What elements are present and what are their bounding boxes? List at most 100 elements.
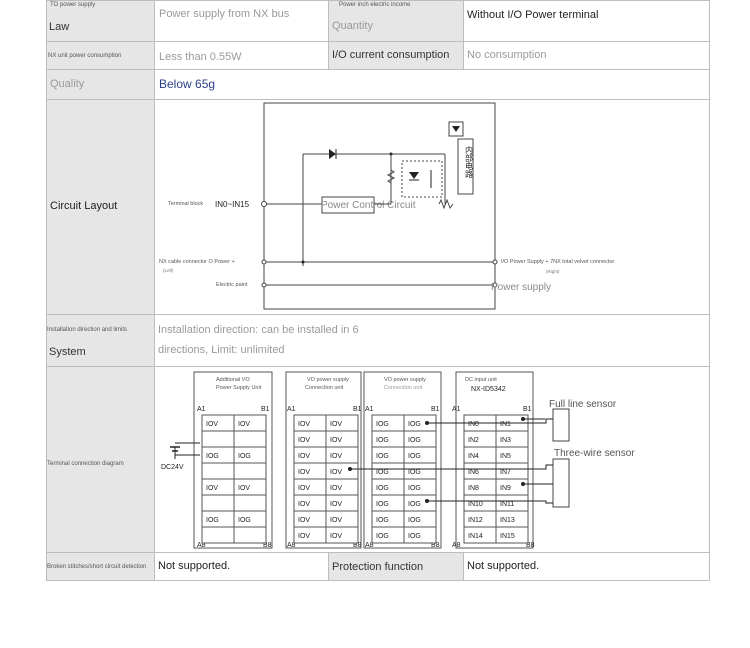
unit1-a1: A1 <box>197 406 206 413</box>
unit1-right-7-box <box>233 526 267 544</box>
unit1-b8: B8 <box>263 542 272 549</box>
unit3-left-5: IOG <box>376 501 389 508</box>
unit2-left-3: IOV <box>298 469 310 476</box>
unit2-left-6: IOV <box>298 517 310 524</box>
unit4-in-left-1: IN2 <box>468 437 479 444</box>
wire-3w-1 <box>350 464 553 470</box>
nx-power-value: Less than 0.55W <box>159 51 242 63</box>
unit3-title-1: VO power supply <box>384 377 426 383</box>
law-label2-cell: Power inch electric income Quantity <box>328 0 464 42</box>
unit2-title-1: VO power supply <box>307 377 349 383</box>
unit2-right-3: IOV <box>330 469 342 476</box>
unit1-b1: B1 <box>261 406 270 413</box>
row-installation: Installation direction and limits System… <box>46 314 710 367</box>
terminal-label-cell: Terminal connection diagram <box>46 366 155 553</box>
unit3-right-5: IOG <box>408 501 421 508</box>
junction-2 <box>348 467 352 471</box>
unit4-in-left-0: IN0 <box>468 421 479 428</box>
unit4-b1: B1 <box>523 406 532 413</box>
law-value2: Without I/O Power terminal <box>467 9 599 21</box>
unit2-right-1: IOV <box>330 437 342 444</box>
full-line-sensor-box <box>552 408 570 442</box>
installation-value-cell: Installation direction: can be installed… <box>154 314 710 367</box>
unit4-in-right-5: IN11 <box>500 501 514 508</box>
unit4-in-left-7: IN14 <box>468 533 483 540</box>
io-current-label: I/O current consumption <box>332 49 450 61</box>
unit1-frame <box>193 371 273 549</box>
unit3-left-6: IOG <box>376 517 389 524</box>
unit2-right-5: IOV <box>330 501 342 508</box>
in-range-text: IN0~IN15 <box>215 200 250 209</box>
three-wire-sensor-text: Three-wire sensor <box>554 448 635 459</box>
terminal-block-text: Terminal block <box>168 201 203 207</box>
unit2-frame <box>285 371 362 549</box>
unit1-left-0: IOV <box>206 421 218 428</box>
io-supply-sub: (Right) <box>546 269 560 274</box>
three-wire-sensor-box <box>552 458 570 508</box>
circuit-label-cell: Circuit Layout <box>46 99 155 315</box>
terminal-diagram: Additional VO Power Supply Unit VO power… <box>161 371 635 549</box>
led-indicator-symbol <box>452 126 460 132</box>
nx-cable-text: NX cable connector O Power + <box>159 259 235 265</box>
quality-value: Below 65g <box>159 77 216 91</box>
unit3-b1: B1 <box>431 406 440 413</box>
unit1-left-2: IOG <box>206 453 219 460</box>
unit3-right-2: IOG <box>408 453 421 460</box>
terminal-label: Terminal connection diagram <box>47 461 124 467</box>
unit3-a8: A8 <box>365 542 374 549</box>
unit4-in-right-7: IN15 <box>500 533 515 540</box>
unit3-left-0: IOG <box>376 421 389 428</box>
unit4-in-right-6: IN13 <box>500 517 515 524</box>
unit2-right-7-box <box>325 526 359 544</box>
power-control-box <box>321 196 375 214</box>
spec-table: TO power supply Law Power supply from NX… <box>46 0 710 581</box>
unit2-left-1: IOV <box>298 437 310 444</box>
protection-value2: Not supported. <box>467 560 540 572</box>
row-nx-power: NX unit power consumption Less than 0.55… <box>46 41 710 70</box>
power-supply-text: Power supply <box>491 282 551 293</box>
unit3-left-4: IOG <box>376 485 389 492</box>
protection-label: Broken stitches/short circuit detection <box>47 564 147 570</box>
installation-label-small: Installation direction and limits <box>47 327 128 333</box>
unit2-a8: A8 <box>287 542 296 549</box>
optocoupler-box <box>401 160 443 198</box>
installation-value-1: Installation direction: can be installed… <box>158 324 359 336</box>
dc24v-text: DC24V <box>161 464 184 471</box>
unit4-in-right-7-box <box>495 526 529 544</box>
unit4-in-left-5: IN10 <box>468 501 483 508</box>
unit3-right-6: IOG <box>408 517 421 524</box>
unit4-title-2: NX-ID5342 <box>471 386 506 393</box>
law-value: Power supply from NX bus <box>159 8 290 20</box>
unit3-b8: B8 <box>431 542 440 549</box>
unit1-title-1: Additional VO <box>216 377 250 383</box>
unit4-in-left-6: IN12 <box>468 517 483 524</box>
unit1-left-5-box <box>201 494 235 512</box>
node-2 <box>301 260 305 264</box>
electric-point-text: Electric paint <box>216 282 248 288</box>
installation-label: System <box>49 346 86 358</box>
unit3-right-7-box <box>403 526 437 544</box>
nx-cable-sub: (Left) <box>163 268 174 273</box>
nx-node-left <box>261 259 267 265</box>
unit4-in-right-1: IN3 <box>500 437 511 444</box>
unit1-right-0: IOV <box>238 421 250 428</box>
unit1-right-1-box <box>233 430 267 448</box>
unit1-left-6: IOG <box>206 517 219 524</box>
protection-value-cell: Not supported. <box>154 552 329 581</box>
nx-power-label-cell: NX unit power consumption <box>46 41 155 70</box>
unit2-b1: B1 <box>353 406 362 413</box>
protection-value: Not supported. <box>158 560 231 572</box>
nx-power-label: NX unit power consumption <box>48 53 122 59</box>
internal-circuit-box <box>457 138 474 195</box>
protection-label2: Protection function <box>332 561 424 573</box>
unit2-right-6: IOV <box>330 517 342 524</box>
led-symbol <box>409 172 419 179</box>
quality-label-cell: Quality <box>46 69 155 100</box>
unit3-right-1: IOG <box>408 437 421 444</box>
row-protection: Broken stitches/short circuit detection … <box>46 552 710 581</box>
wire-full-sensor-1 <box>427 418 553 424</box>
unit2-title-2: Connection unit <box>305 385 344 391</box>
unit1-left-3-box <box>201 462 235 480</box>
unit1-right-3-box <box>233 462 267 480</box>
unit2-right-2: IOV <box>330 453 342 460</box>
